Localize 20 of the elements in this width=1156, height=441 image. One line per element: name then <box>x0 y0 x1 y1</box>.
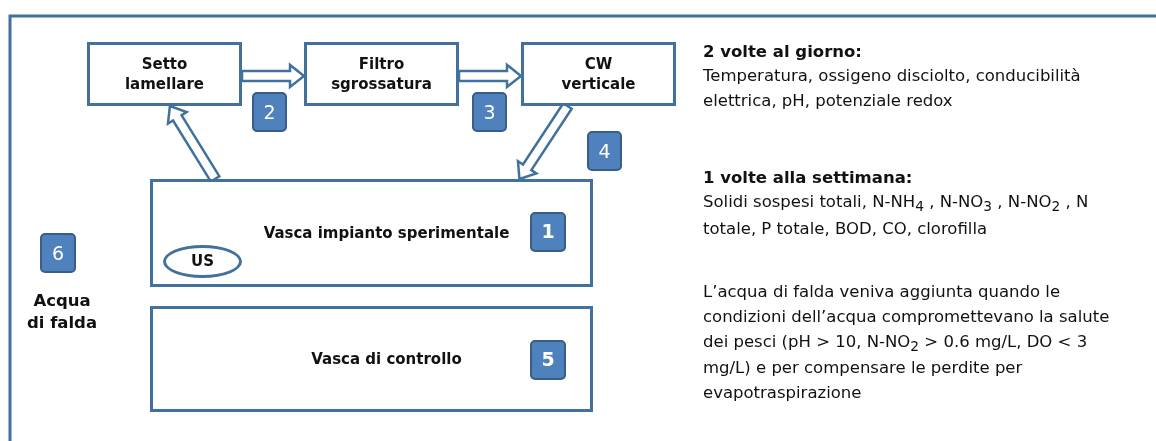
number-badge: 1 <box>530 212 566 252</box>
hollow-arrow <box>240 62 307 90</box>
note-text: Solidi sospesi totali, N-NH$_{4}$ , N-NO$_{3}$ , N-NO$_{2}$ , N totale, P totale, BOD, CO, clorofilla <box>703 191 1090 240</box>
number-badge: 6 <box>40 233 76 273</box>
note-text: Temperatura, ossigeno disciolto, conducibilità elettrica, pH, potenziale redox <box>703 65 1082 112</box>
number-badge: 3 <box>472 92 507 132</box>
hollow-arrow <box>457 62 524 90</box>
oval-marker: US <box>163 245 242 278</box>
number-badge: 2 <box>252 92 287 132</box>
number-badge: 5 <box>530 340 566 380</box>
process-box: Filtro sgrossatura <box>304 42 459 106</box>
number-badge: 4 <box>587 131 622 171</box>
process-box: Vasca di controllo 5 <box>150 306 593 412</box>
process-box: Vasca impianto sperimentale US 1 <box>150 179 593 287</box>
heading: 1 volte alla settimana: <box>703 167 914 189</box>
heading: 2 volte al giorno: <box>703 41 863 63</box>
note-text: L’acqua di falda veniva aggiunta quando le condizioni dell’acqua compromettevano la salute dei pesci (pH > 10, N-NO$_{2}$ > 0.6 mg/L, DO < 3 mg/L) e per compensare le perdite per evapotraspirazione <box>703 281 1111 405</box>
process-box: Setto lamellare <box>87 42 242 106</box>
side-label: Acqua di falda <box>26 290 98 335</box>
process-box: CW verticale <box>521 42 676 106</box>
